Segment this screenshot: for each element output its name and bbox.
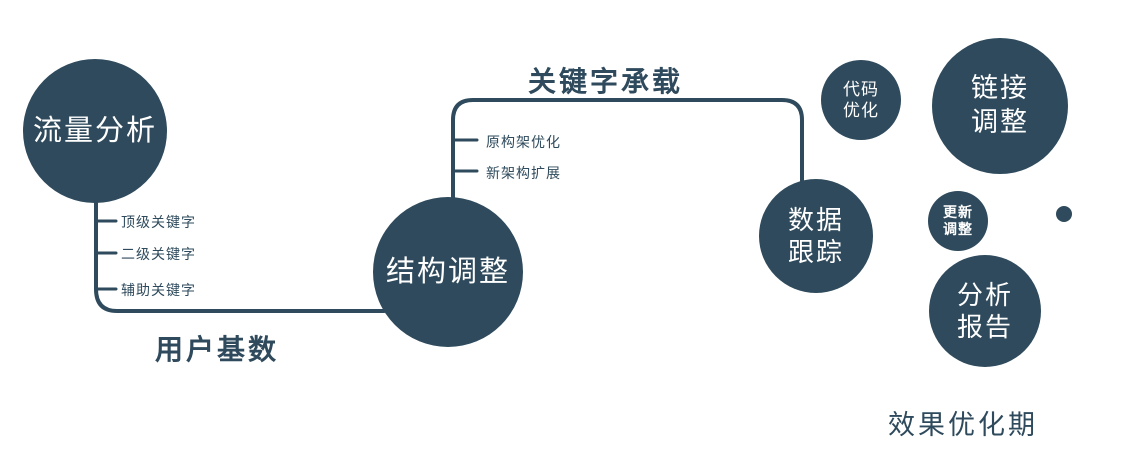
node-traffic-analysis: 流量分析: [23, 59, 167, 203]
small-dot-marker: [1056, 206, 1072, 222]
node-update-adjustment-line1: 更新: [943, 203, 973, 220]
node-update-adjustment-line2: 调整: [943, 221, 973, 237]
node-link-adjustment: 链接 调整: [932, 38, 1068, 174]
edge-label-user-base: 用户基数: [155, 334, 280, 365]
node-data-tracking-line2: 跟踪: [787, 237, 844, 267]
node-code-optimization: 代码 优化: [821, 60, 901, 140]
node-analysis-report-line2: 报告: [956, 312, 1013, 342]
tick-label-secondary-keywords: 二级关键字: [121, 246, 196, 262]
connector-structure-to-data-tracking: [451, 98, 804, 201]
node-analysis-report: 分析 报告: [929, 255, 1041, 367]
tick-label-original-architecture: 原构架优化: [486, 134, 561, 150]
node-code-optimization-line1: 代码: [843, 79, 879, 99]
node-link-adjustment-line1: 链接: [971, 73, 1029, 104]
node-update-adjustment: 更新 调整: [928, 191, 988, 251]
caption-effect-optimization-period: 效果优化期: [888, 410, 1038, 440]
traffic-branch-ticks: [94, 219, 118, 291]
node-structure-adjustment: 结构调整: [373, 197, 523, 347]
edge-label-keyword-carry: 关键字承载: [528, 66, 684, 97]
node-structure-adjustment-label: 结构调整: [385, 255, 510, 288]
structure-branch-ticks: [451, 138, 479, 173]
node-data-tracking: 数据 跟踪: [759, 179, 873, 293]
node-data-tracking-line1: 数据: [787, 204, 844, 235]
tick-label-top-keywords: 顶级关键字: [121, 214, 196, 230]
tick-label-auxiliary-keywords: 辅助关键字: [121, 282, 196, 298]
node-analysis-report-line1: 分析: [956, 279, 1013, 310]
node-traffic-analysis-label: 流量分析: [32, 114, 157, 147]
node-link-adjustment-line2: 调整: [971, 107, 1029, 137]
node-code-optimization-line2: 优化: [843, 101, 879, 120]
tick-label-new-architecture: 新架构扩展: [486, 165, 561, 181]
